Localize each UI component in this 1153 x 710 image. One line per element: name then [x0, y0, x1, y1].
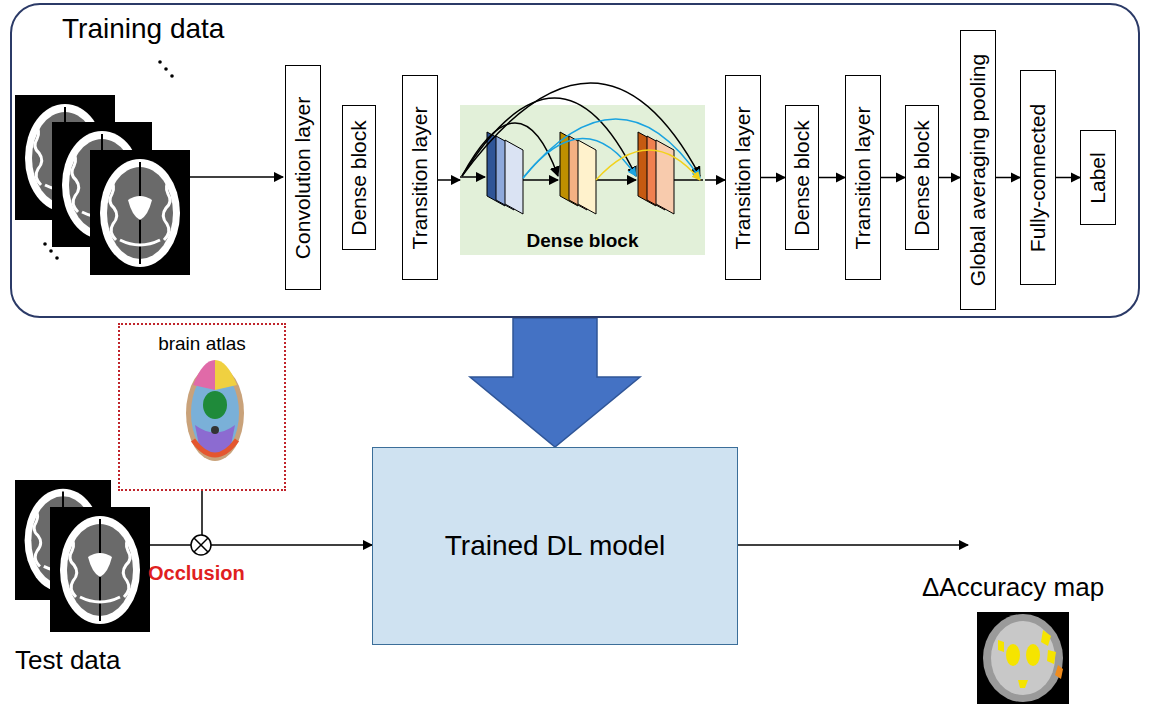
- layer-box: Transition layer: [845, 75, 881, 280]
- occlusion-label: Occlusion: [148, 562, 245, 585]
- block-arrow: [470, 318, 640, 447]
- layer-box: Dense block: [342, 105, 376, 250]
- box-label: Fully-connected: [1026, 103, 1050, 251]
- output-arrow: [738, 544, 968, 546]
- layer-box: Dense block: [785, 105, 819, 250]
- box-label: Dense block: [790, 120, 814, 236]
- layer-box: Dense block: [905, 105, 939, 250]
- layer-box: Fully-connected: [1020, 70, 1056, 285]
- connector-arrow: [202, 491, 372, 545]
- connector-arrow: [705, 179, 725, 181]
- box-label: Dense block: [527, 230, 639, 252]
- connector-arrow: [1056, 177, 1080, 179]
- box-label: Global averaging pooling: [966, 54, 990, 286]
- label-box: Label: [1080, 130, 1116, 225]
- training-panel: Training dataConvolution layerDense bloc…: [10, 3, 1140, 318]
- test-data-label: Test data: [15, 645, 121, 676]
- connector-arrow: [939, 177, 960, 179]
- atlas-image: [186, 360, 244, 461]
- feature-maps: [487, 132, 674, 214]
- box-label: Dense block: [347, 120, 371, 236]
- dense-connections: [460, 83, 703, 180]
- layer-box: Transition layer: [402, 75, 438, 280]
- panel-heading: Training data: [62, 13, 224, 45]
- accuracy-map-image: [977, 612, 1069, 704]
- box-label: Label: [1086, 152, 1110, 203]
- connector-arrow: [761, 177, 785, 179]
- accuracy-map-label: ΔAccuracy map: [922, 572, 1104, 603]
- connector-arrow: [819, 177, 845, 179]
- box-label: Dense block: [910, 120, 934, 236]
- box-label: Transition layer: [731, 106, 755, 249]
- layer-box: Transition layer: [725, 75, 761, 280]
- mri-slice: [90, 150, 190, 275]
- connector-arrow: [996, 177, 1020, 179]
- connector-arrow: [438, 179, 460, 181]
- box-label: Trained DL model: [445, 530, 665, 562]
- box-label: Convolution layer: [291, 96, 315, 258]
- mri-slice: [50, 507, 150, 632]
- box-label: Transition layer: [408, 106, 432, 249]
- atlas-box: brain atlas: [118, 323, 286, 491]
- input-arrow: [190, 176, 283, 178]
- connector-arrow: [881, 177, 905, 179]
- layer-box: Convolution layer: [285, 65, 321, 290]
- dense-block-detail: Dense block: [460, 105, 705, 255]
- layer-box: Global averaging pooling: [960, 30, 996, 310]
- test-input-line: [150, 544, 191, 546]
- model-box: Trained DL model: [372, 447, 738, 645]
- multiply-symbol: [191, 535, 211, 555]
- ellipsis-dots: [43, 60, 174, 260]
- box-label: Transition layer: [851, 106, 875, 249]
- box-label: brain atlas: [120, 333, 284, 355]
